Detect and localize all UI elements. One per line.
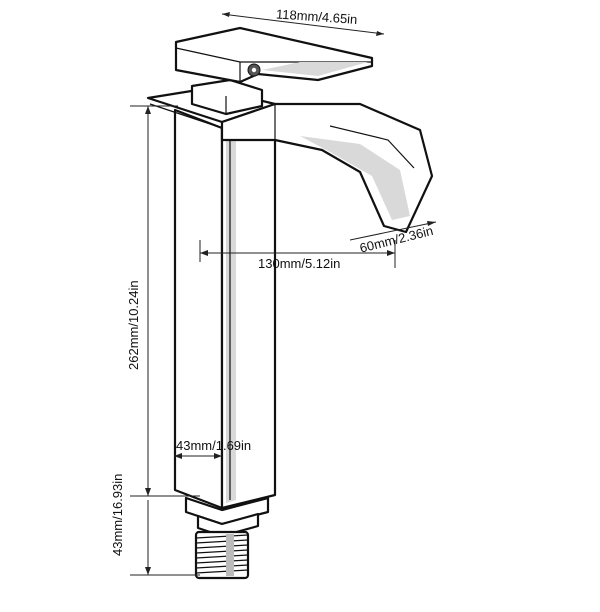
label-body-height: 262mm/10.24in <box>126 280 141 370</box>
faucet-illustration <box>146 26 434 580</box>
dimension-lines <box>130 12 437 576</box>
label-thread-length: 43mm/16.93in <box>110 474 125 556</box>
thread-lines <box>195 534 249 574</box>
label-handle-width: 118mm/4.65in <box>276 6 358 27</box>
faucet-base-nut <box>184 496 270 526</box>
label-body-width: 43mm/1.69in <box>176 438 251 453</box>
label-reach: 130mm/5.12in <box>258 256 340 271</box>
